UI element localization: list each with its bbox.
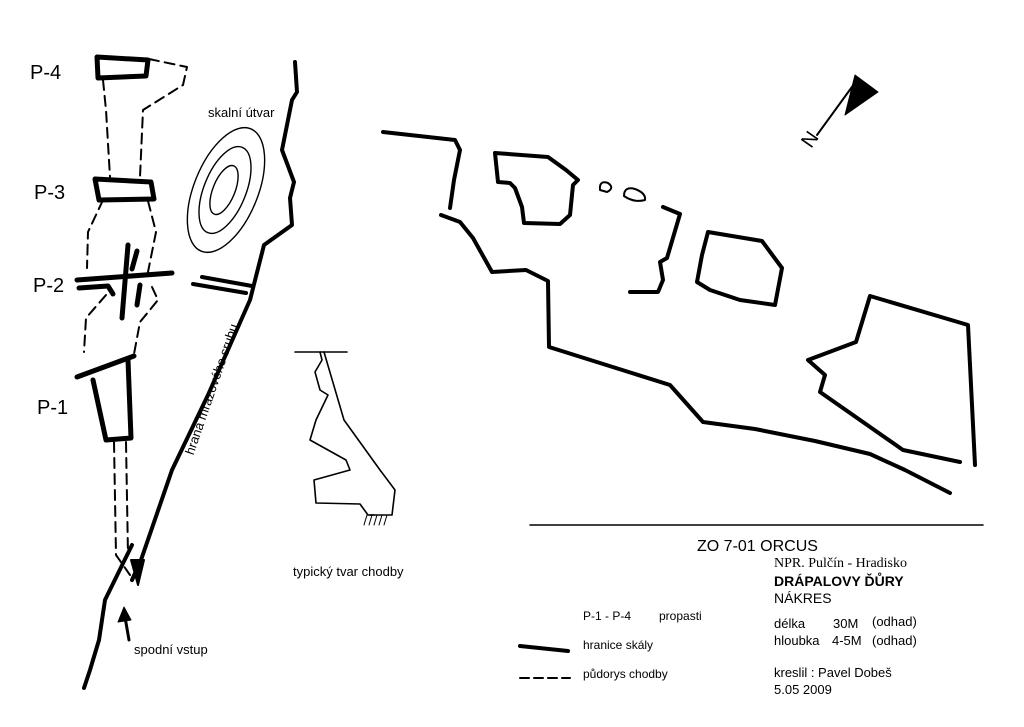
corridor-plan-dashed xyxy=(83,58,188,576)
edge-arrow-head xyxy=(130,559,145,586)
label-p4: P-4 xyxy=(30,62,62,84)
rock-nubs xyxy=(598,181,647,202)
abyss-p4-outline xyxy=(94,54,151,81)
legend-corridor-plan: půdorys chodby xyxy=(583,667,668,681)
abyss-p3-outline xyxy=(92,176,157,203)
title-code: ZO 7-01 ORCUS xyxy=(697,538,818,555)
legend-solid-line xyxy=(518,644,570,653)
title-reserve: NPR. Pulčín - Hradisko xyxy=(774,556,907,571)
abyss-p1-outline xyxy=(74,353,137,443)
length-value: 30M xyxy=(833,616,859,631)
abyss-p2-cross xyxy=(74,242,175,321)
entrance-arrow xyxy=(117,606,132,642)
label-lower-entrance: spodní vstup xyxy=(134,642,208,657)
corridor-cross-section xyxy=(294,351,396,526)
label-typical-corridor: typický tvar chodby xyxy=(293,564,404,579)
frost-cliff-edge xyxy=(82,60,299,690)
rock-formation-contours xyxy=(186,126,266,254)
depth-label: hloubka xyxy=(774,633,820,648)
label-p2: P-2 xyxy=(33,275,65,297)
drawing-date: 5.05 2009 xyxy=(774,682,832,697)
rock-boundary-right xyxy=(381,130,977,495)
label-rock-formation: skalní útvar xyxy=(208,105,275,120)
length-note: (odhad) xyxy=(872,614,917,629)
depth-value: 4-5M xyxy=(832,633,862,648)
title-cave-name: DRÁPALOVY ĎŮRY xyxy=(774,573,904,589)
north-arrow-icon xyxy=(816,74,879,136)
label-p1: P-1 xyxy=(37,397,69,419)
depth-note: (odhad) xyxy=(872,633,917,648)
title-sheet-type: NÁKRES xyxy=(774,590,832,606)
length-label: délka xyxy=(774,616,806,631)
legend-rock-boundary: hranice skály xyxy=(583,638,654,652)
drawn-by: kreslil : Pavel Dobeš xyxy=(774,665,892,680)
legend-abysses-text: propasti xyxy=(659,609,702,623)
legend-abysses-key: P-1 - P-4 xyxy=(583,609,632,623)
label-p3: P-3 xyxy=(34,182,66,204)
